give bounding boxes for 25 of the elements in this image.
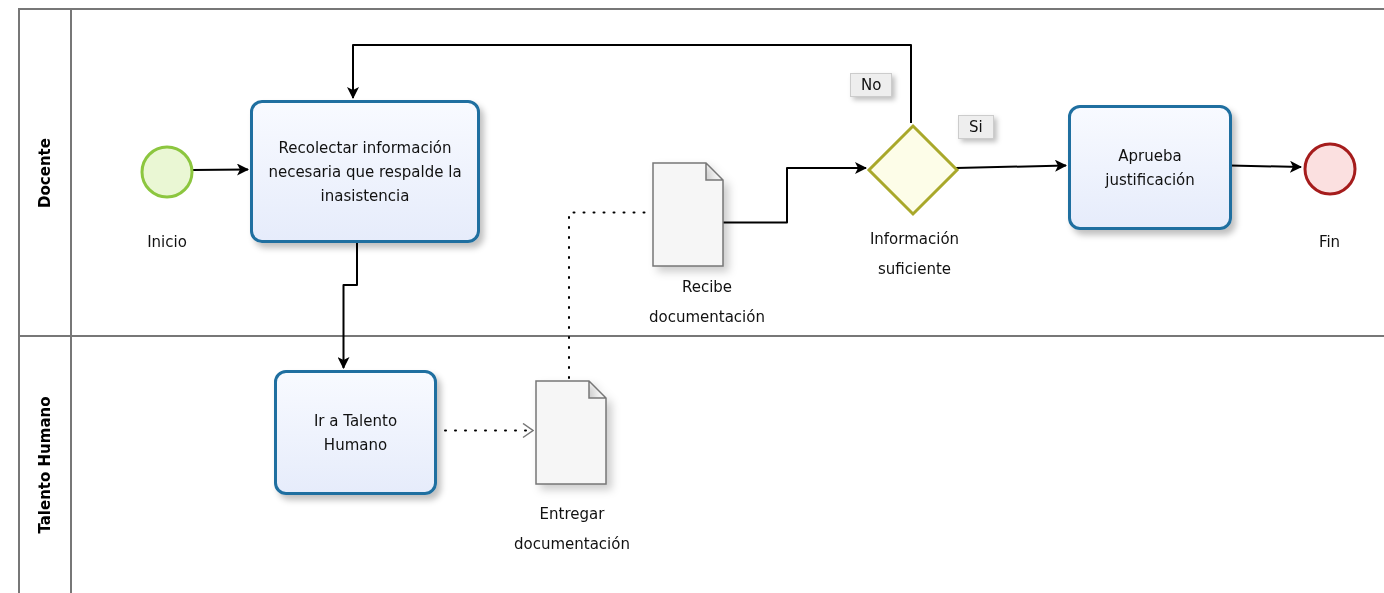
sequence-arrow [721,162,867,224]
start-event-circle [140,145,194,199]
node-label: Fin [1317,232,1342,253]
decision-diamond [868,125,958,215]
node-label: Información suficiente [868,229,961,280]
task-box: Recolectar información necesaria que respalde la inasistencia [250,100,480,243]
swimlane [18,8,1384,335]
task-box: Aprueba justificación [1068,105,1232,230]
sequence-arrow [347,44,912,124]
document-shape [652,162,724,267]
sequence-arrow [955,159,1067,172]
node-label: Recibe documentación [648,277,766,328]
document-shape [535,380,607,485]
lane-label: Talento Humano [36,396,54,534]
task-box: Ir a Talento Humano [274,370,437,495]
sequence-arrow [337,240,358,369]
lane-label: Docente [36,137,54,208]
sequence-arrow [1229,160,1302,173]
end-event-circle [1303,142,1357,196]
sequence-arrow [191,163,249,176]
swimlane [18,335,1384,593]
edge-label: Si [958,115,994,139]
edge-label: No [850,73,893,97]
node-label: Inicio [146,232,188,253]
node-label: Entregar documentación [513,504,631,555]
